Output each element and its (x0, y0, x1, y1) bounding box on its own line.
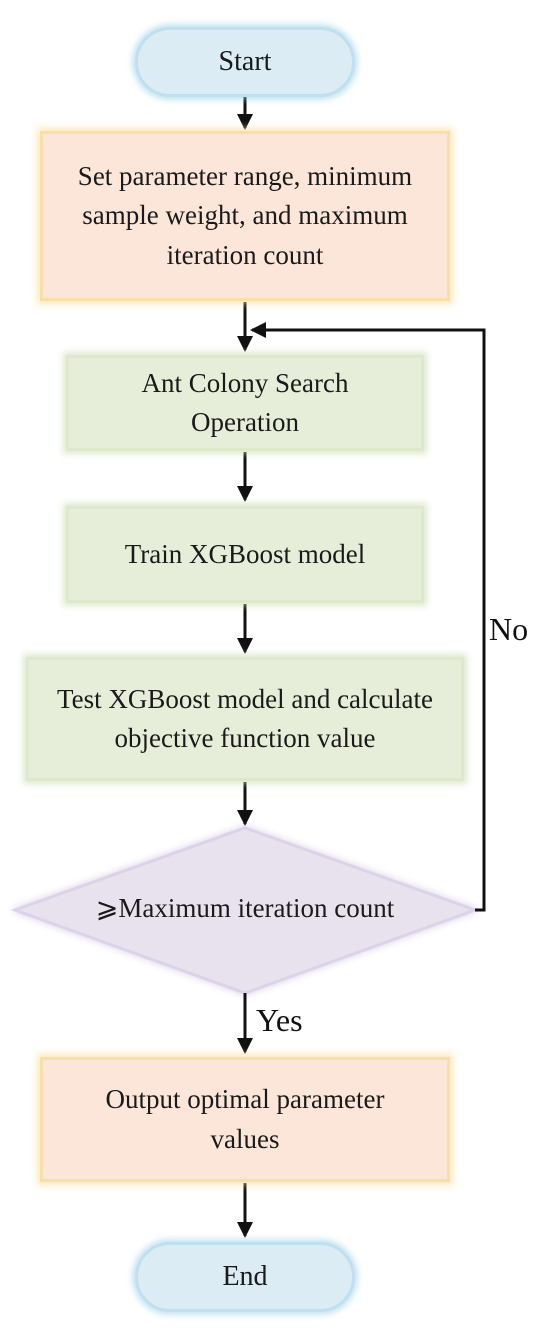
arrow-no-loop (250, 322, 486, 912)
ant-search-node: Ant Colony Search Operation (66, 355, 424, 451)
start-node: Start (135, 27, 355, 97)
train-label: Train XGBoost model (124, 538, 366, 569)
output-label: Output optimal parameter values (105, 1084, 385, 1154)
test-label: Test XGBoost model and calculate objecti… (56, 683, 433, 753)
setup-node: Set parameter range, minimum sample weig… (40, 131, 450, 301)
decision-label: ⩾Maximum iteration count (95, 893, 395, 923)
start-label: Start (218, 45, 272, 77)
train-node: Train XGBoost model (66, 506, 424, 603)
yes-label: Yes (256, 1002, 303, 1038)
end-node: End (135, 1242, 355, 1312)
no-label: No (489, 611, 529, 647)
output-node: Output optimal parameter values (40, 1057, 450, 1182)
end-label: End (222, 1260, 268, 1292)
ant-search-label: Ant Colony Search Operation (141, 367, 349, 437)
setup-label: Set parameter range, minimum sample weig… (77, 161, 413, 270)
test-node: Test XGBoost model and calculate objecti… (26, 657, 464, 781)
